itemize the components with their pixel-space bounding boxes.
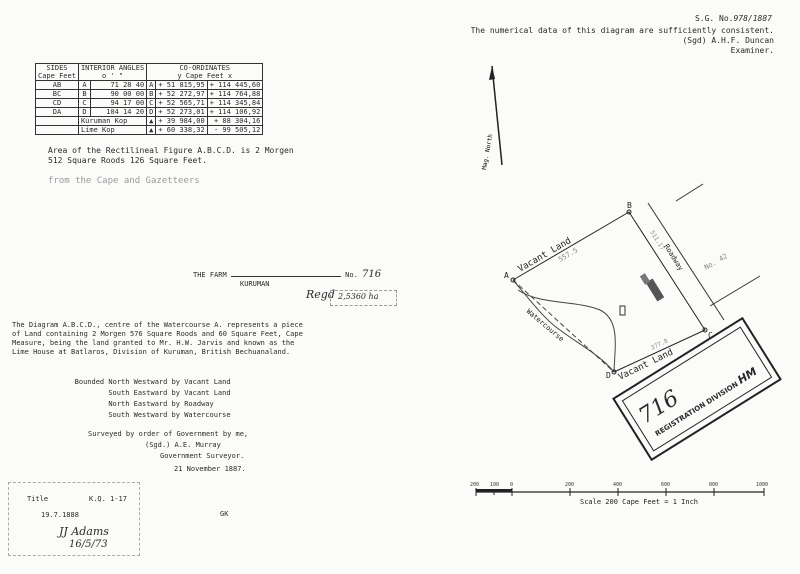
scale-tick: 600 (661, 482, 670, 488)
initials: GK (220, 510, 229, 518)
scale-tick: 0 (510, 482, 513, 488)
north-arrow (491, 65, 503, 166)
building-3 (619, 305, 626, 316)
label-a: A (504, 271, 509, 280)
sg-number: 978/1887 (733, 14, 772, 23)
small-stamp (330, 290, 397, 306)
point-c-marker (702, 327, 708, 333)
description: The Diagram A.B.C.D., centre of the Wate… (12, 321, 303, 356)
building-2 (639, 273, 651, 285)
scale-tick: 100 (490, 482, 499, 488)
north-label: Mag. North (481, 133, 494, 170)
scale-tick: 200 (565, 482, 574, 488)
label-c: C (708, 331, 713, 340)
point-d-marker (611, 369, 617, 375)
dim-bc: 511.17 (648, 229, 666, 251)
adjacent-line (675, 183, 704, 202)
boundaries: Bounded North Westward by Vacant Land So… (74, 378, 231, 419)
sg-reference: S.G. No.978/1887 (695, 14, 772, 24)
faint-stamp: from the Cape and Gazetteers (48, 176, 200, 186)
watercourse-bank-2 (517, 289, 616, 373)
watercourse-centre (512, 279, 615, 373)
watercourse-label: Watercourse (525, 307, 566, 343)
cert-line-1: The numerical data of this diagram are s… (470, 26, 774, 35)
scale-tick: 200 (470, 482, 479, 488)
signature-initials: Regd (306, 288, 335, 301)
title-value: K.Q. 1-17 (89, 495, 127, 503)
registration-box: Title K.Q. 1-17 19.7.1888 JJ Adams 16/5/… (8, 482, 140, 556)
table-row: Kuruman Kop ▲+ 39 984,00+ 88 304,16 (35, 116, 264, 126)
farm-line: THE FARM No. 716 (193, 270, 381, 280)
watercourse-bank (512, 279, 615, 373)
building (645, 278, 665, 302)
examiner-certificate: The numerical data of this diagram are s… (471, 26, 774, 56)
farm-label: THE FARM (193, 271, 227, 279)
table-row: Lime Kop ▲+ 60 338,32- 99 505,12 (35, 125, 264, 135)
cert-line-3: Examiner. (730, 46, 774, 55)
sg-label: S.G. No. (694, 14, 734, 23)
scale-tick: 800 (709, 482, 718, 488)
north-arrow-head (489, 66, 495, 80)
roadway-line (647, 202, 725, 321)
title-label: Title (27, 495, 49, 503)
farm-no-label: No. (345, 271, 358, 279)
point-a-marker (510, 277, 516, 283)
label-d: D (606, 371, 611, 380)
title-date: 19.7.1888 (41, 511, 79, 519)
farm-number: 716 (362, 269, 382, 280)
cert-line-2: (Sgd) A.H.F. Duncan (682, 36, 774, 45)
scale-tick: 1000 (756, 482, 768, 488)
farm-name: KURUMAN (240, 280, 270, 288)
parcel-boundary (512, 211, 706, 373)
scale-caption: Scale 200 Cape Feet = 1 Inch (580, 498, 698, 506)
scale-tick: 400 (613, 482, 622, 488)
scale-bar (475, 488, 765, 496)
label-b: B (627, 201, 632, 210)
point-b-marker (626, 209, 632, 215)
area-statement: Area of the Rectilineal Figure A.B.C.D. … (48, 146, 294, 165)
plot-number: No. 42 (703, 252, 729, 272)
surveyor-block: Surveyed by order of Government by me, (… (88, 430, 249, 473)
hectare-note: 2,5360 ha (338, 292, 379, 301)
handwritten-date: 16/5/73 (69, 539, 108, 550)
adjacent-line-2 (709, 275, 761, 307)
handwritten-signature: JJ Adams (59, 525, 109, 538)
